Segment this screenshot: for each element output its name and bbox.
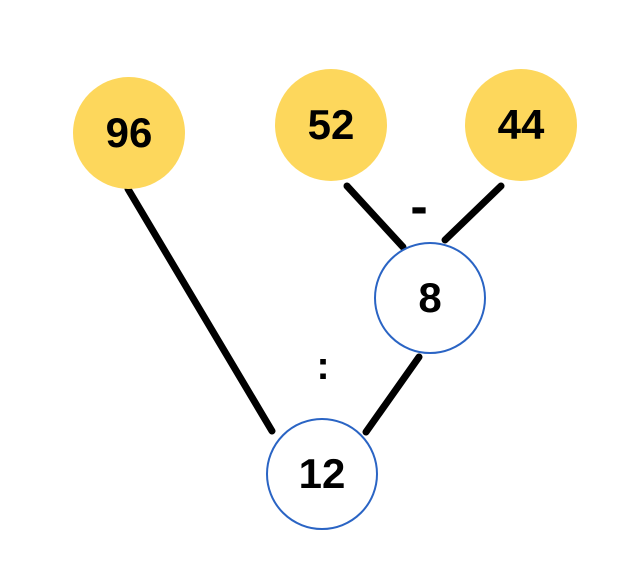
node-8: 8 [374,242,486,354]
edge-44-to-8 [441,182,505,244]
edge-8-to-12 [362,353,423,436]
node-12-label: 12 [298,450,346,497]
node-44: 44 [465,69,577,181]
node-96: 96 [73,77,185,189]
node-12: 12 [266,418,378,530]
subtract-operator-symbol: - [410,178,428,236]
node-52-label: 52 [307,101,355,148]
edge-52-to-8 [343,182,407,251]
edge-96-to-12 [124,185,276,435]
node-44-label: 44 [497,101,545,148]
node-8-label: 8 [418,274,442,321]
node-96-label: 96 [105,109,153,156]
node-52: 52 [275,69,387,181]
divide-operator-symbol: : [316,344,330,388]
